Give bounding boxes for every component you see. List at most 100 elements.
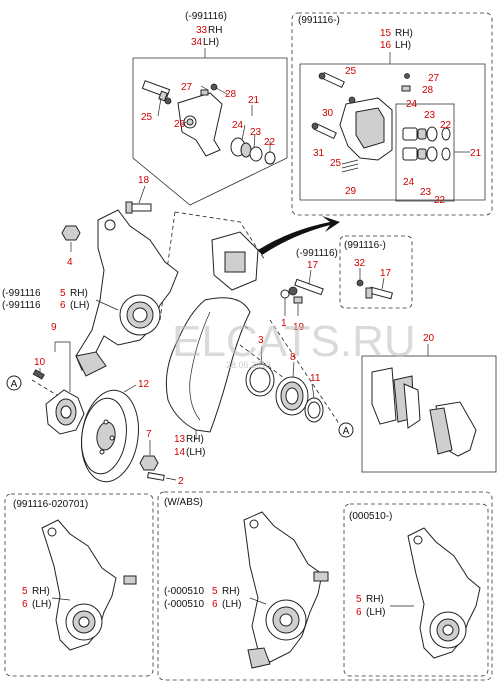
bottom-box-1-rh-label: RH) bbox=[32, 586, 50, 597]
old-part-26: 26 bbox=[174, 119, 186, 130]
bottom-box-2: (W/ABS) (-000510 5 RH) (-000510 6 (LH) bbox=[157, 491, 493, 681]
old-part-21: 21 bbox=[248, 95, 260, 106]
part-10: 10 bbox=[34, 357, 46, 368]
watermark-sub: 28.06.2013 bbox=[226, 360, 271, 370]
caliper-new-box bbox=[291, 12, 493, 216]
part-12: 12 bbox=[138, 379, 150, 390]
part-2: 2 bbox=[178, 476, 184, 487]
new-part-23b: 23 bbox=[420, 187, 432, 198]
knuckle-main-date-rh: (-991116 bbox=[2, 288, 41, 299]
bottom-box-3-lh-num: 6 bbox=[356, 607, 362, 618]
caliper-new-lh-label: LH) bbox=[395, 40, 411, 51]
bottom-box-2-date-lh: (-000510 bbox=[164, 599, 204, 610]
caliper-new-rh-num: 15 bbox=[380, 28, 392, 39]
bottom-box-2-rh-num: 5 bbox=[212, 586, 218, 597]
bottom-box-3: (000510-) 5 RH) 6 (LH) bbox=[343, 503, 489, 677]
bolt-old-date: (-991116) bbox=[296, 248, 338, 259]
new-part-24b: 24 bbox=[403, 177, 415, 188]
new-part-29: 29 bbox=[345, 186, 357, 197]
bottom-box-2-date-rh: (-000510 bbox=[164, 586, 204, 597]
bottom-box-1-frame bbox=[4, 493, 154, 677]
new-part-21: 21 bbox=[470, 148, 482, 159]
knuckle-main-lh-num: 6 bbox=[60, 300, 66, 311]
part-11: 11 bbox=[310, 373, 321, 384]
piston-seal-parts bbox=[230, 137, 276, 165]
knuckle-main-lh-label: (LH) bbox=[70, 300, 89, 311]
caliper-new-lh-num: 16 bbox=[380, 40, 392, 51]
brake-disc-part-12 bbox=[81, 389, 139, 483]
brake-pad-group: 20 bbox=[361, 333, 497, 473]
caliper-old-date: (-991116) bbox=[185, 11, 227, 22]
new-part-25b: 25 bbox=[330, 158, 342, 169]
ref-a-right-label: A bbox=[343, 426, 350, 437]
brake-pad-a bbox=[371, 367, 397, 425]
part-4: 4 bbox=[67, 257, 73, 268]
bottom-box-2-frame bbox=[157, 491, 493, 681]
bottom-box-1-lh-label: (LH) bbox=[32, 599, 51, 610]
part-8: 8 bbox=[290, 352, 296, 363]
pointer-arrow bbox=[258, 216, 340, 255]
bottom-box-1-lh-num: 6 bbox=[22, 599, 28, 610]
piston-kit-box bbox=[395, 103, 455, 202]
bottom-box-1-title: (991116-020701) bbox=[13, 499, 88, 510]
caliper-old-rh-num: 33 bbox=[196, 25, 208, 36]
old-part-28: 28 bbox=[225, 89, 237, 100]
new-part-28: 28 bbox=[422, 85, 434, 96]
new-part-22a: 22 bbox=[440, 120, 452, 131]
shield-lh-label: (LH) bbox=[186, 447, 205, 458]
dust-shield-part bbox=[165, 297, 251, 433]
bottom-box-1-rh-num: 5 bbox=[22, 586, 28, 597]
bottom-box-2-rh-label: RH) bbox=[222, 586, 240, 597]
piston-parts-upper bbox=[402, 126, 451, 142]
ref-a-right bbox=[338, 422, 354, 438]
knuckle-main-date-lh: (-991116 bbox=[2, 300, 41, 311]
new-part-31: 31 bbox=[313, 148, 325, 159]
caliper-new-date: (991116-) bbox=[298, 15, 340, 26]
ref-a-left bbox=[6, 375, 22, 391]
caliper-new-group: (991116-) 15 RH) 16 LH) bbox=[291, 12, 493, 216]
nut-part-7 bbox=[139, 455, 159, 471]
bottom-box-3-frame bbox=[343, 503, 489, 677]
bolt-part-17 bbox=[294, 278, 324, 296]
part-1: 1 bbox=[281, 318, 287, 329]
bottom-box-3-rh-num: 5 bbox=[356, 594, 362, 605]
piston-parts-lower bbox=[402, 146, 451, 162]
guide-pin-part bbox=[141, 80, 172, 105]
bolt-part-2 bbox=[147, 472, 165, 481]
bottom-box-3-lh-label: (LH) bbox=[366, 607, 385, 618]
new-part-27: 27 bbox=[428, 73, 440, 84]
bolt-old-num: 17 bbox=[307, 260, 319, 271]
bottom-box-3-title: (000510-) bbox=[349, 511, 392, 522]
new-part-22b: 22 bbox=[434, 195, 446, 206]
bolt-new-num-a: 32 bbox=[354, 258, 366, 269]
old-part-23: 23 bbox=[250, 127, 262, 138]
caliper-old-lh-num: 34 bbox=[191, 37, 203, 48]
old-part-24: 24 bbox=[232, 120, 244, 131]
nut-part-4 bbox=[61, 225, 81, 241]
part-3: 3 bbox=[258, 335, 264, 346]
part-9: 9 bbox=[51, 322, 57, 333]
brake-pad-box bbox=[361, 355, 497, 473]
bottom-box-2-lh-label: (LH) bbox=[222, 599, 241, 610]
caliper-old-lh-label: LH) bbox=[203, 37, 219, 48]
caliper-old-rh-label: RH bbox=[208, 25, 222, 36]
part-7: 7 bbox=[146, 429, 152, 440]
caliper-bracket-part bbox=[177, 92, 223, 157]
old-part-22: 22 bbox=[264, 137, 276, 148]
part-20: 20 bbox=[423, 333, 435, 344]
new-part-30: 30 bbox=[322, 108, 334, 119]
bolt-new-date: (991116-) bbox=[344, 240, 386, 251]
ref-a-left-label: A bbox=[11, 379, 18, 390]
bottom-box-2-lh-num: 6 bbox=[212, 599, 218, 610]
bolt-part-18 bbox=[125, 185, 152, 214]
part-18: 18 bbox=[138, 175, 150, 186]
old-part-25: 25 bbox=[141, 112, 153, 123]
old-part-27: 27 bbox=[181, 82, 193, 93]
knuckle-main-rh-num: 5 bbox=[60, 288, 66, 299]
bottom-box-3-rh-label: RH) bbox=[366, 594, 384, 605]
bottom-box-2-title: (W/ABS) bbox=[164, 497, 203, 508]
shield-rh-label: RH) bbox=[186, 434, 204, 445]
shield-lh-num: 14 bbox=[174, 447, 186, 458]
main-assembly: 18 4 (-991116) 17 1 19 (991116-) bbox=[2, 175, 413, 487]
